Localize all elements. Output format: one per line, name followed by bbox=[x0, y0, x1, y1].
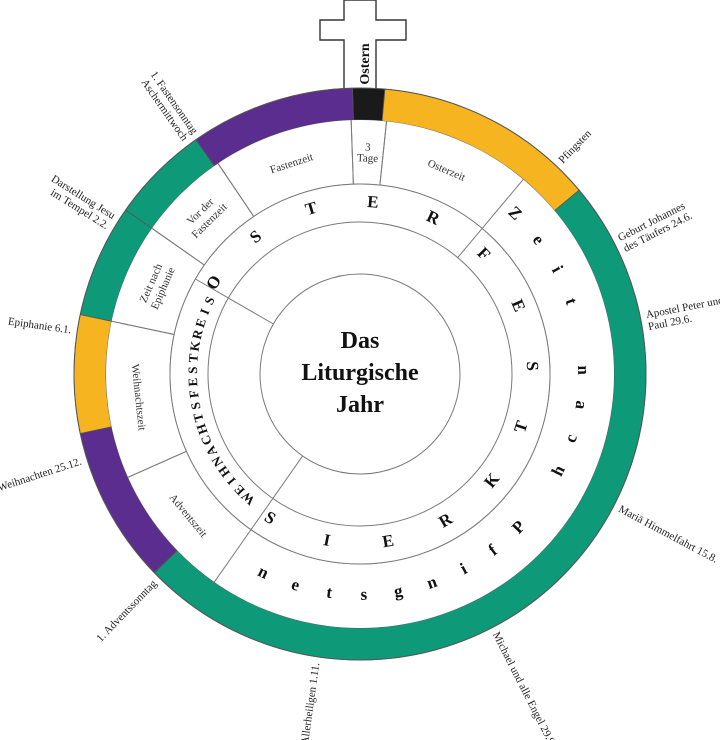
festkreis-inner-edge bbox=[207, 221, 513, 527]
weihnachtsfestkreis-letter: I bbox=[197, 306, 213, 316]
segment-divider bbox=[350, 120, 354, 185]
segment-divider bbox=[151, 227, 205, 266]
weihnachtsfestkreis-letter: E bbox=[185, 377, 200, 386]
ring-segment-ostern-black bbox=[352, 87, 386, 122]
feast-label-5: Allerheiligen 1.11. bbox=[299, 662, 322, 740]
feast-label-8: Epiphanie 6.1. bbox=[7, 316, 72, 337]
feast-label-6: 1. Adventssonntag bbox=[94, 577, 159, 644]
feast-label-1: Geburt Johannesdes Täufers 24.6. bbox=[616, 199, 694, 255]
weihnachtsfestkreis-letter: S bbox=[185, 366, 200, 374]
easter-cross: Ostern bbox=[319, 0, 407, 111]
segment-divider bbox=[127, 450, 187, 478]
feast-label-3: Mariä Himmelfahrt 15.8. bbox=[616, 503, 719, 566]
feast-label-0: Pfingsten bbox=[556, 127, 594, 166]
weihnachtsfestkreis-letter: F bbox=[186, 389, 202, 399]
festkreis-divider bbox=[250, 455, 304, 530]
feast-label-9: Darstellung Jesuim Tempel 2.2. bbox=[43, 173, 118, 232]
feast-label-2: Apostel Peter undPaul 29.6. bbox=[645, 294, 720, 333]
easter-cross-label: Ostern bbox=[358, 43, 373, 84]
zeit-nach-pfingsten-letter: g bbox=[392, 581, 404, 601]
zeit-nach-pfingsten-letter: t bbox=[562, 295, 582, 307]
feast-label-7: Weihnachten 25.12. bbox=[0, 456, 83, 494]
ring-segment-weihnachtszeit bbox=[73, 314, 113, 434]
segment-divider bbox=[213, 529, 252, 583]
center-title-line-2: Liturgische bbox=[301, 360, 419, 386]
segment-divider bbox=[481, 179, 524, 229]
osterfestkreis-letter: E bbox=[381, 531, 395, 552]
segment-divider bbox=[111, 320, 175, 335]
center-title-line-1: Das bbox=[341, 328, 380, 354]
festkreis-divider bbox=[457, 228, 483, 258]
weihnachtsfestkreis-letter: R bbox=[189, 327, 206, 340]
zeit-nach-pfingsten-letter: s bbox=[360, 585, 367, 604]
segment-divider bbox=[379, 121, 388, 186]
feast-label-4: Michael und alle Engel 29.9. bbox=[490, 630, 558, 740]
zeit-nach-pfingsten-letter: a bbox=[571, 400, 591, 412]
weihnachtsfestkreis-letter: T bbox=[190, 411, 207, 424]
ring-outer-edge bbox=[73, 87, 647, 661]
osterfestkreis-letter: E bbox=[367, 192, 380, 212]
festkreis-divider bbox=[195, 278, 274, 325]
center-circle: Das Liturgische Jahr bbox=[259, 273, 461, 475]
weihnachtsfestkreis-letter: H bbox=[193, 422, 210, 436]
segment-divider bbox=[217, 163, 255, 217]
zeit-nach-pfingsten-letter: n bbox=[574, 365, 593, 375]
center-title-line-3: Jahr bbox=[336, 392, 384, 418]
osterfestkreis-letter: I bbox=[322, 530, 333, 550]
outer-color-ring bbox=[73, 87, 647, 661]
zeit-nach-pfingsten-letter: t bbox=[325, 582, 334, 602]
segment-label-0: 3Tage bbox=[357, 141, 379, 165]
weihnachtsfestkreis-letter: S bbox=[188, 401, 204, 411]
weihnachtsfestkreis-letter: T bbox=[185, 353, 201, 363]
feast-label-10: 1. FastensonntagAschermittwoch bbox=[138, 69, 200, 144]
osterfestkreis-letter: S bbox=[523, 361, 542, 371]
weihnachtsfestkreis-letter: K bbox=[187, 339, 204, 352]
